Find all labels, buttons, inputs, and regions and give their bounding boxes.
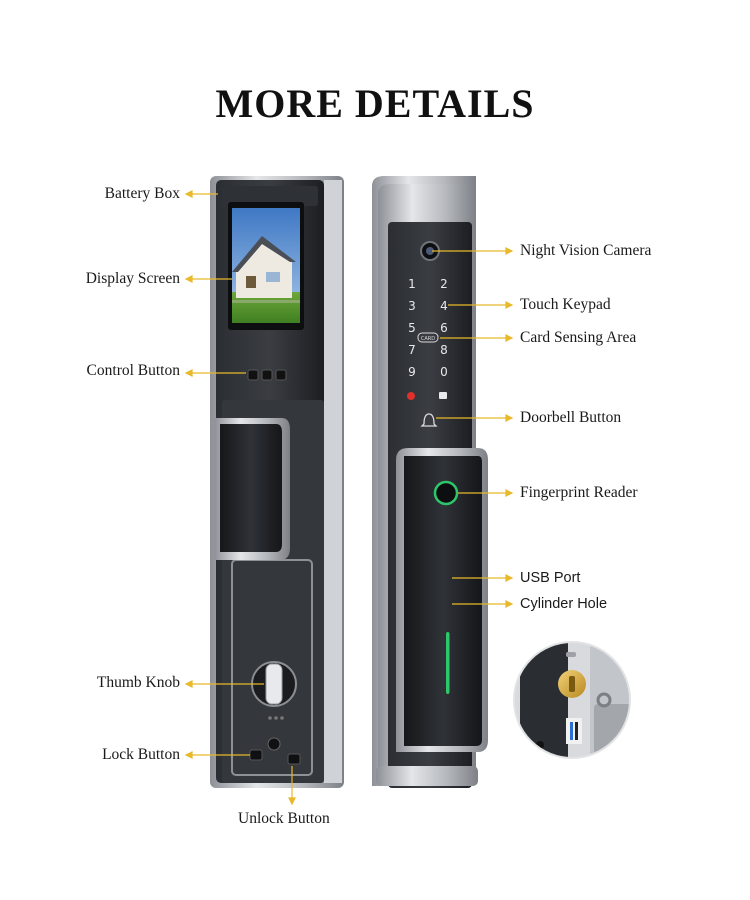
key-8: 8: [440, 343, 448, 357]
key-2: 2: [440, 277, 448, 291]
label-night-vision-camera: Night Vision Camera: [520, 242, 652, 259]
unlock-glyph: [439, 392, 447, 399]
key-1: 1: [408, 277, 416, 291]
handle-led-strip: [446, 632, 450, 694]
leader-lines: [184, 190, 514, 806]
key-3: 3: [408, 299, 416, 313]
label-usb-port: USB Port: [520, 570, 581, 586]
label-fingerprint-reader: Fingerprint Reader: [520, 484, 638, 501]
fingerprint-ring: [433, 480, 459, 506]
label-display-screen: Display Screen: [85, 270, 180, 287]
inner-lock-panel: [210, 176, 344, 788]
key-6: 6: [440, 321, 448, 335]
outer-lock-panel: 1 2 3 4 5 6 7 8 9 0 CARD: [372, 176, 488, 788]
label-thumb-knob: Thumb Knob: [96, 674, 180, 691]
control-buttons-art: [247, 369, 287, 381]
label-unlock-button: Unlock Button: [238, 810, 330, 827]
outer-handle-art: [396, 448, 488, 752]
inner-handle-art: [214, 418, 290, 560]
key-0: 0: [440, 365, 448, 379]
label-control-button: Control Button: [86, 362, 180, 379]
key-4: 4: [440, 299, 448, 313]
key-5: 5: [408, 321, 416, 335]
card-mark: CARD: [421, 336, 435, 342]
key-9: 9: [408, 365, 416, 379]
label-card-sensing-area: Card Sensing Area: [520, 329, 637, 346]
keypad-digits-art: 1 2 3 4 5 6 7 8 9 0: [408, 277, 448, 379]
label-battery-box: Battery Box: [104, 185, 180, 202]
display-screen-art: [228, 202, 304, 330]
page-title: MORE DETAILS: [215, 81, 535, 126]
led-red-dot: [407, 392, 415, 400]
cylinder-inset: [514, 642, 630, 758]
doorbell-glyph: [420, 413, 438, 427]
label-touch-keypad: Touch Keypad: [520, 296, 611, 313]
key-7: 7: [408, 343, 416, 357]
label-doorbell-button: Doorbell Button: [520, 409, 622, 426]
label-cylinder-hole: Cylinder Hole: [520, 596, 608, 612]
label-lock-button: Lock Button: [102, 746, 180, 763]
